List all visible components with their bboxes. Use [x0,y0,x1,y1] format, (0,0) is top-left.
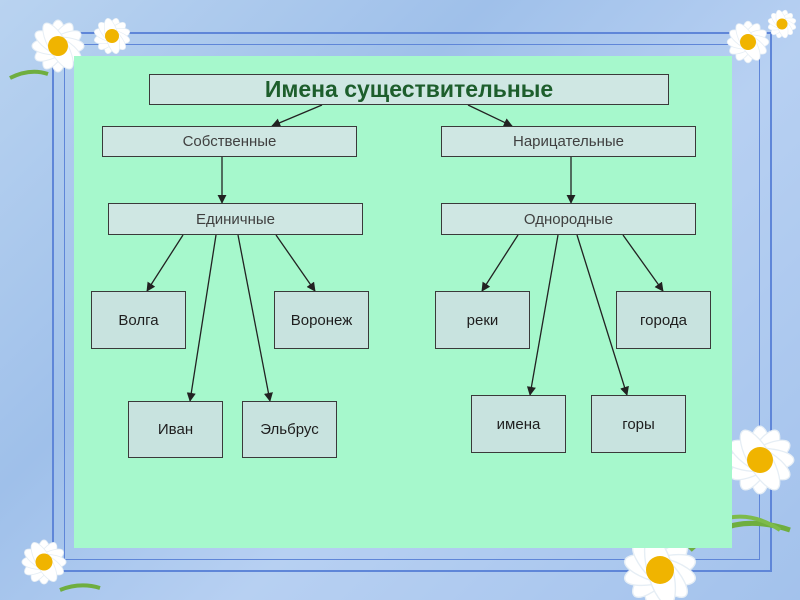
node-single: Единичные [108,203,363,235]
arrow-homog-to-imena [530,235,558,395]
arrow-single-to-ivan [190,235,216,401]
arrow-single-to-volga [147,235,183,291]
leaf-ivan: Иван [128,401,223,458]
node-root: Имена существительные [149,74,669,105]
leaf-gory: горы [591,395,686,453]
arrow-root-to-common [468,105,512,126]
arrow-root-to-proper [272,105,322,126]
node-proper: Собственные [102,126,357,157]
arrow-homog-to-reki [482,235,518,291]
leaf-voronezh: Воронеж [274,291,369,349]
leaf-goroda: города [616,291,711,349]
leaf-elbrus: Эльбрус [242,401,337,458]
node-common: Нарицательные [441,126,696,157]
arrow-single-to-voronezh [276,235,315,291]
arrow-homog-to-goroda [623,235,663,291]
leaf-reki: реки [435,291,530,349]
node-homogeneous: Однородные [441,203,696,235]
leaf-imena: имена [471,395,566,453]
leaf-volga: Волга [91,291,186,349]
arrow-single-to-elbrus [238,235,270,401]
